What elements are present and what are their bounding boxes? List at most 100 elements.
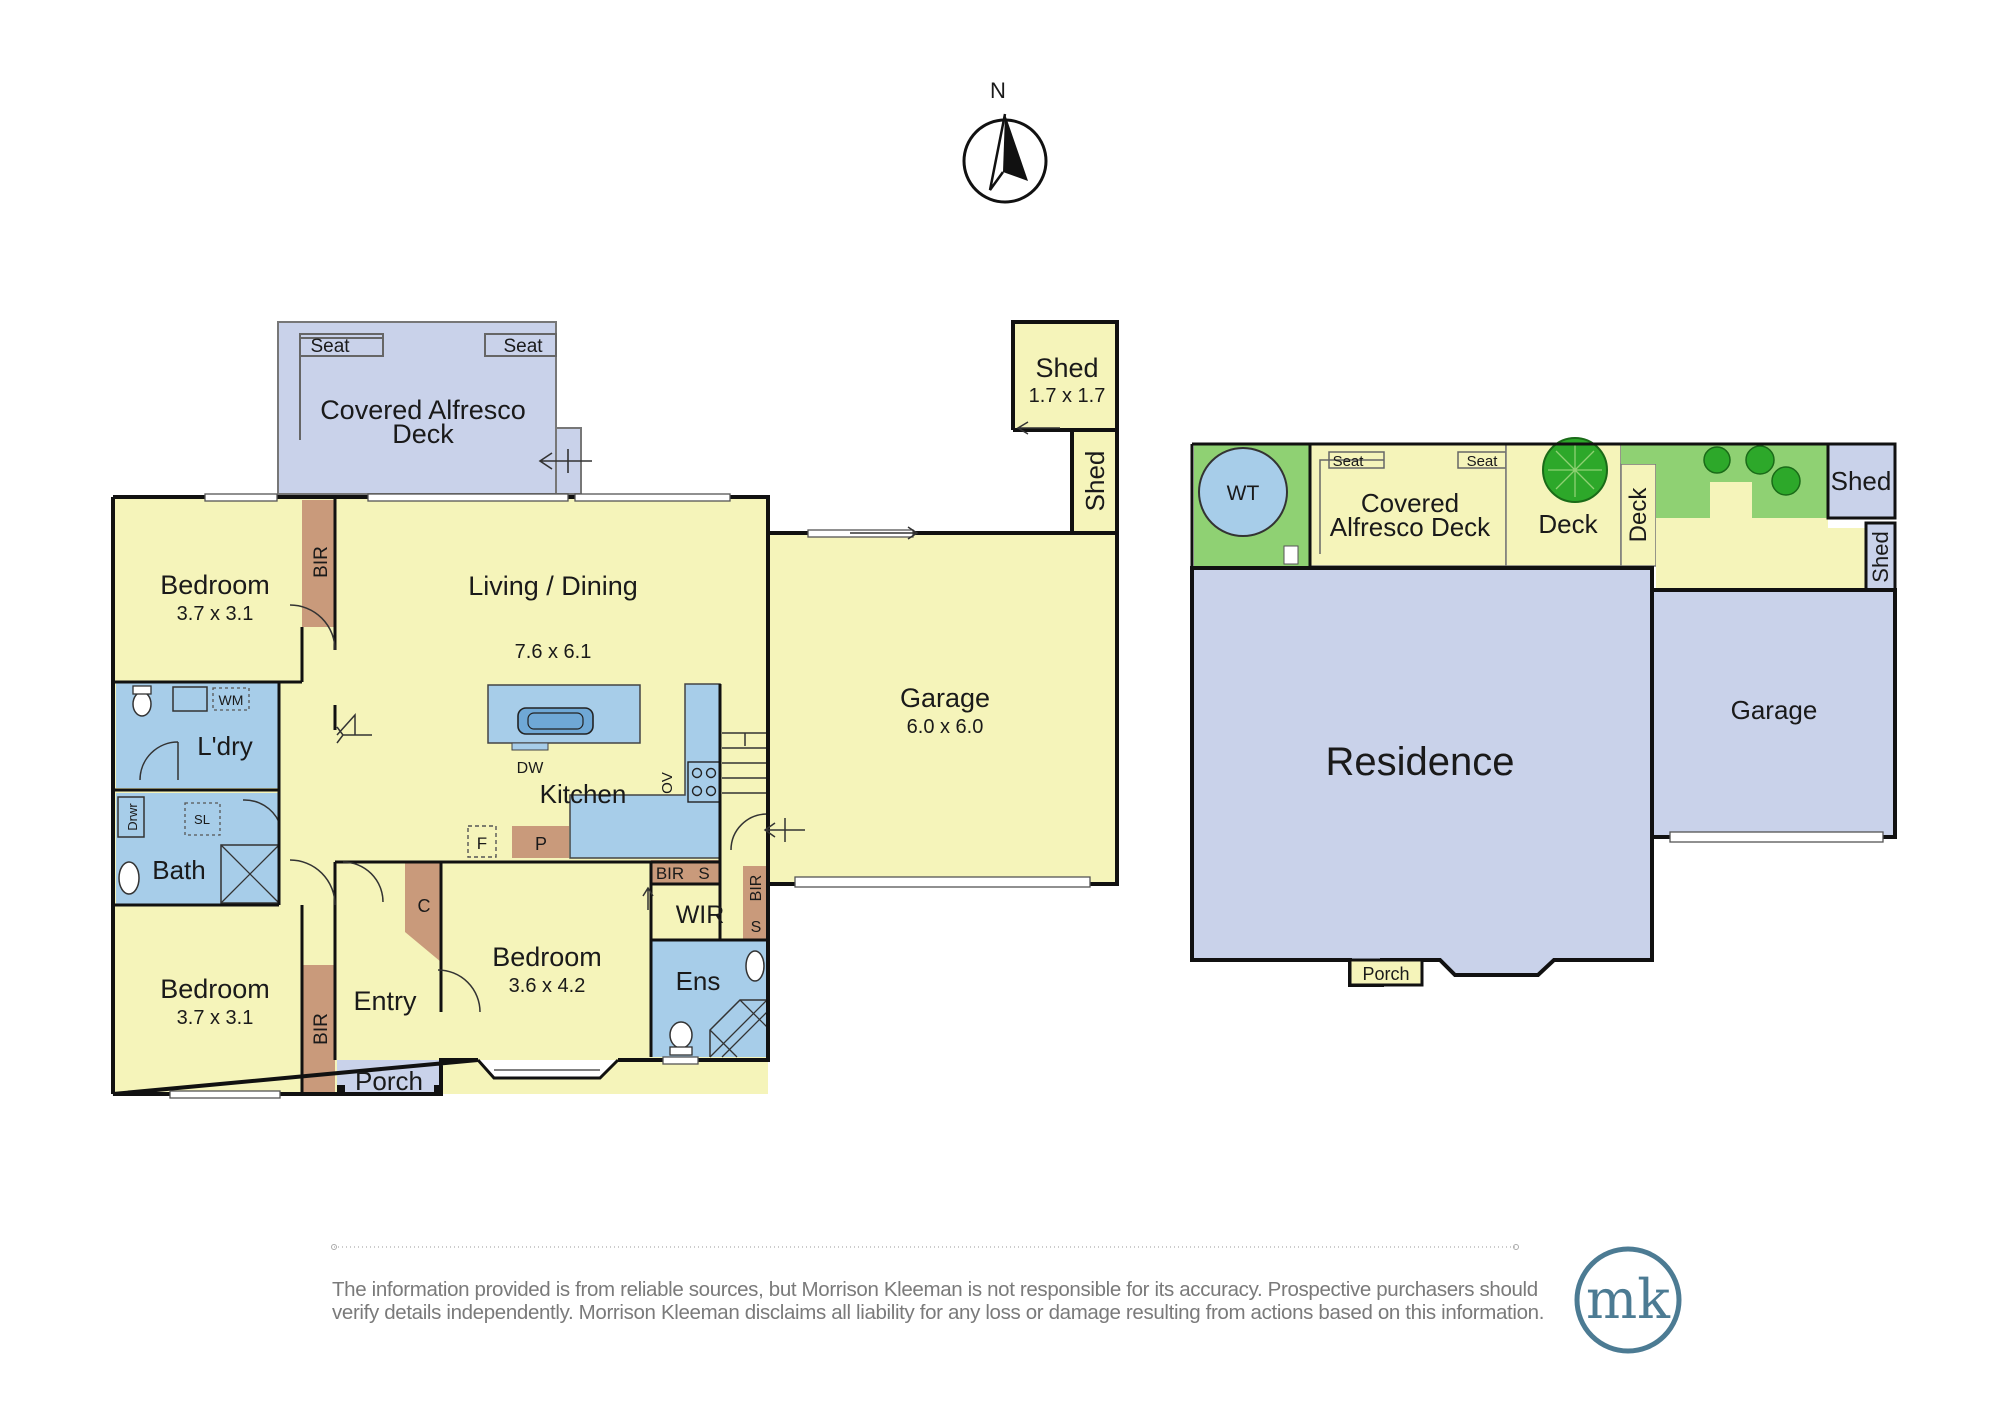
shed-top-room — [1013, 322, 1117, 429]
main-bedroom-size: 3.6 x 4.2 — [509, 975, 586, 997]
entry-arrow-icon — [336, 713, 372, 744]
bedroom-1-label: Bedroom — [160, 570, 270, 600]
living-dining-label: Living / Dining — [468, 571, 638, 601]
residence-label: Residence — [1325, 740, 1514, 784]
wir-arrow-icon — [642, 886, 654, 910]
laundry-tub — [172, 686, 208, 712]
dishwasher — [511, 742, 549, 751]
site-porch — [1348, 958, 1424, 987]
fridge-space — [467, 825, 497, 858]
skylight — [184, 802, 221, 836]
bir-1 — [302, 500, 335, 627]
disclaimer-line2: verify details independently. Morrison K… — [332, 1301, 1545, 1324]
cooktop-icon — [687, 761, 721, 803]
wm-label: WM — [219, 692, 244, 708]
ensuite-toilet-icon — [669, 1021, 693, 1049]
covered-alfresco-deck — [277, 321, 557, 495]
bath-label: Bath — [152, 855, 206, 885]
bir-2-label: BIR — [311, 1013, 332, 1045]
site-garage-door — [1669, 831, 1884, 843]
site-deck-label: Deck — [1538, 509, 1598, 539]
disclaimer-line1: The information provided is from reliabl… — [332, 1278, 1538, 1301]
garage-door-arrow-icon — [763, 818, 805, 842]
garage-size: 6.0 x 6.0 — [907, 716, 984, 738]
bir-3 — [651, 860, 689, 884]
s-2-label: S — [751, 919, 762, 936]
site-shed-vertical — [1864, 521, 1897, 592]
living-dining-size: 7.6 x 6.1 — [515, 641, 592, 663]
main-floor-plan: Seat Seat Covered Alfresco Deck — [111, 320, 1119, 1099]
compass-north-label: N — [990, 78, 1006, 103]
alfresco-label-line1: Covered Alfresco — [320, 395, 526, 425]
coat-label: C — [418, 896, 431, 916]
site-alfresco-deck — [1309, 443, 1507, 567]
pantry-label: P — [535, 834, 547, 854]
site-porch-label: Porch — [1362, 964, 1409, 984]
logo-text: mk — [1586, 1268, 1671, 1331]
site-shed-vertical-label: Shed — [1868, 531, 1893, 582]
kitchen-label: Kitchen — [540, 779, 627, 809]
interior-walls — [113, 497, 767, 1094]
garden-right — [1621, 444, 1828, 518]
wir-label: WIR — [676, 901, 725, 929]
logo-ring — [1574, 1246, 1682, 1354]
seat-left — [299, 333, 384, 357]
door-swing — [139, 741, 179, 781]
compass: N — [962, 78, 1048, 204]
site-shed-label: Shed — [1831, 466, 1892, 496]
seat-right — [484, 333, 557, 357]
washing-machine-space — [212, 687, 250, 711]
toilet-icon — [132, 691, 152, 717]
pantry — [512, 826, 569, 858]
sink-icon — [517, 707, 594, 735]
s-1-label: S — [698, 864, 709, 883]
site-garage — [1650, 588, 1897, 839]
bay-window — [476, 1058, 620, 1080]
ensuite-basin-icon — [745, 950, 765, 982]
shed-side-label: Shed — [1080, 451, 1110, 512]
drwr-label: Drwr — [125, 803, 140, 831]
bir-4-label: BIR — [748, 875, 765, 902]
garage-label: Garage — [900, 683, 990, 713]
shed-side-room — [1072, 430, 1117, 532]
site-garage-label: Garage — [1731, 695, 1818, 725]
site-alfresco-line2: Alfresco Deck — [1330, 512, 1491, 542]
disclaimer: The information provided is from reliabl… — [332, 1278, 1545, 1324]
main-bedroom-label: Bedroom — [492, 942, 602, 972]
entry-label: Entry — [353, 986, 417, 1016]
door-arrow-icon — [538, 449, 592, 473]
water-tank-icon — [1198, 447, 1288, 537]
mk-logo: mk — [1574, 1246, 1682, 1354]
bedroom-1-size: 3.7 x 3.1 — [177, 603, 254, 625]
bir-3-label: BIR — [656, 864, 684, 883]
seat-right-label: Seat — [503, 336, 543, 357]
coat-cupboard — [405, 862, 441, 962]
seat-left-label: Seat — [310, 336, 350, 357]
site-seat-left — [1328, 451, 1385, 469]
shed-top-size: 1.7 x 1.7 — [1029, 385, 1106, 407]
bath-room — [116, 793, 279, 905]
ensuite-label: Ens — [676, 966, 721, 996]
shed-door-arrow-icon — [1016, 421, 1060, 435]
porch-label: Porch — [355, 1066, 423, 1096]
stairs-icon — [722, 732, 766, 794]
site-alfresco-line1: Covered — [1361, 488, 1459, 518]
shed-top-label: Shed — [1035, 353, 1098, 383]
bedroom-2-size: 3.7 x 3.1 — [177, 1007, 254, 1029]
ensuite-shower-icon — [709, 999, 768, 1058]
shrub-icon-3 — [1771, 466, 1801, 496]
shelf-2 — [743, 910, 767, 940]
fridge-label: F — [477, 834, 487, 853]
basin-icon — [118, 861, 140, 895]
site-seat-right-label: Seat — [1467, 453, 1499, 470]
site-seat-left-label: Seat — [1333, 453, 1365, 470]
dw-label: DW — [517, 760, 545, 777]
ov-label: OV — [659, 772, 676, 794]
garage-window-arrow — [850, 526, 919, 540]
door-swings — [289, 604, 768, 1013]
compass-needle-icon — [1003, 114, 1028, 181]
bedroom-2-label: Bedroom — [160, 974, 270, 1004]
wt-label: WT — [1227, 482, 1260, 505]
